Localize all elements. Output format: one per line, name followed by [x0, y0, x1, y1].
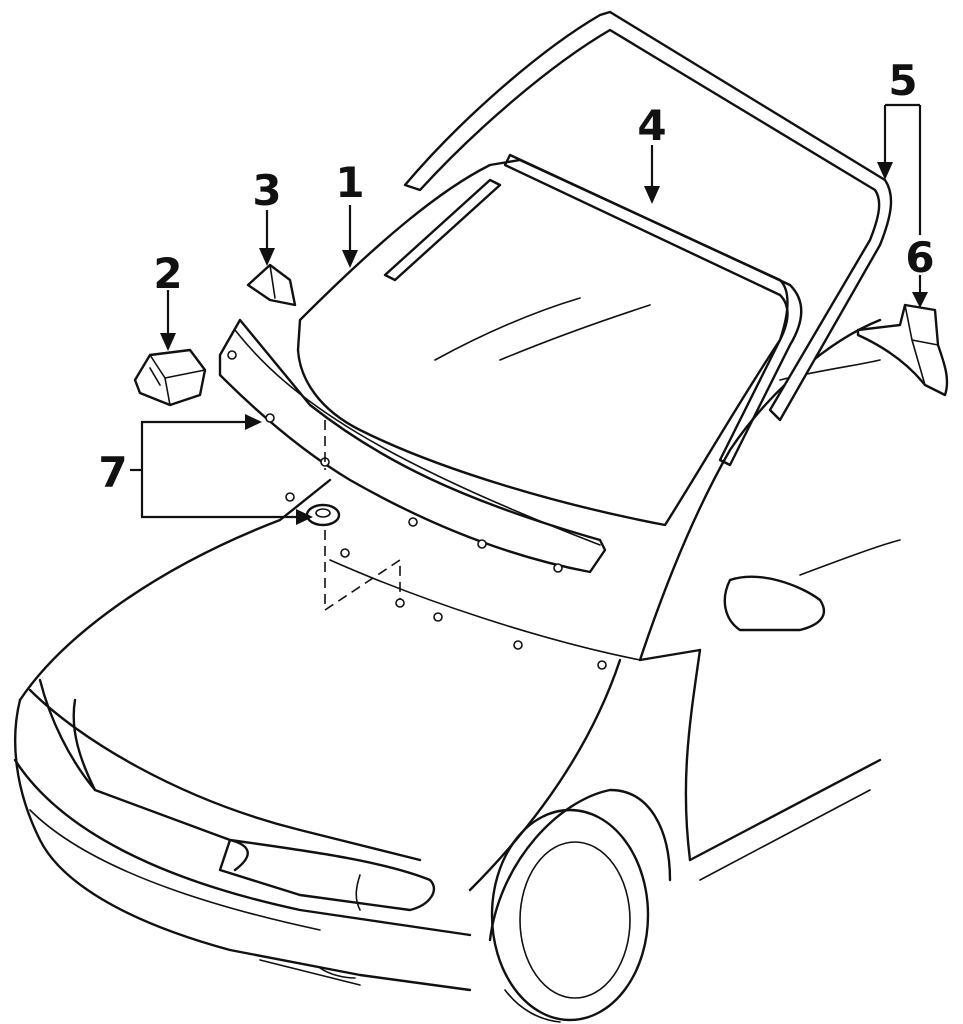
cowl-panel [218, 318, 607, 612]
windshield-glass [296, 153, 803, 527]
callout-4: 4 [637, 101, 666, 150]
clip-part-3 [246, 263, 297, 307]
outer-molding [403, 10, 893, 422]
callout-labels: 1 2 3 4 5 6 7 [98, 56, 934, 497]
callout-7: 7 [98, 448, 127, 497]
callout-6: 6 [905, 233, 934, 282]
callout-1: 1 [335, 158, 364, 207]
callout-3: 3 [252, 166, 281, 215]
bracket-part-2 [133, 348, 207, 407]
callout-5: 5 [888, 56, 917, 105]
callout-leaders [130, 103, 928, 525]
bracket-part-6 [856, 303, 949, 397]
callout-2: 2 [153, 249, 182, 298]
car-body [13, 318, 901, 1023]
